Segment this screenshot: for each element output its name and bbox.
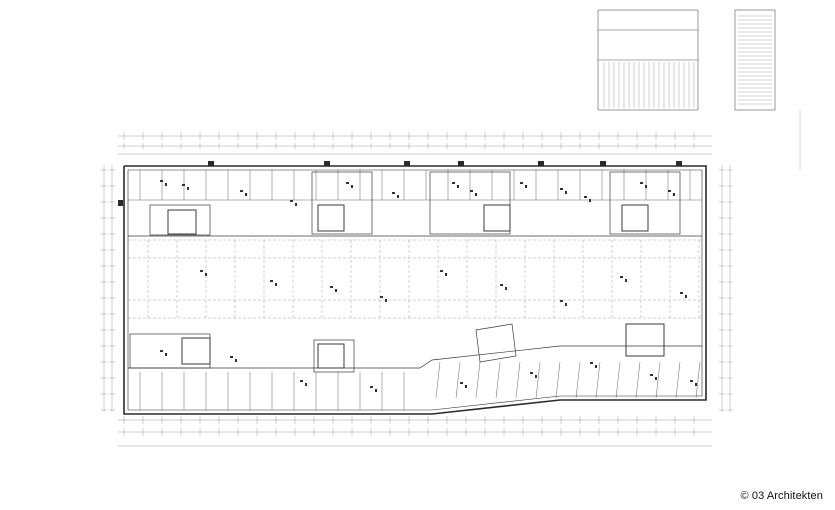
- title-block: [597, 9, 801, 170]
- dimension-lines: [101, 132, 733, 447]
- copyright-credit: © 03 Architekten: [740, 490, 823, 502]
- building-outline: [123, 165, 707, 415]
- lower-room-strip: [128, 323, 702, 410]
- upper-room-strip: [128, 170, 702, 237]
- annotation-marks: [160, 180, 697, 392]
- parking-grid: [128, 239, 702, 320]
- column-markers: [118, 161, 682, 206]
